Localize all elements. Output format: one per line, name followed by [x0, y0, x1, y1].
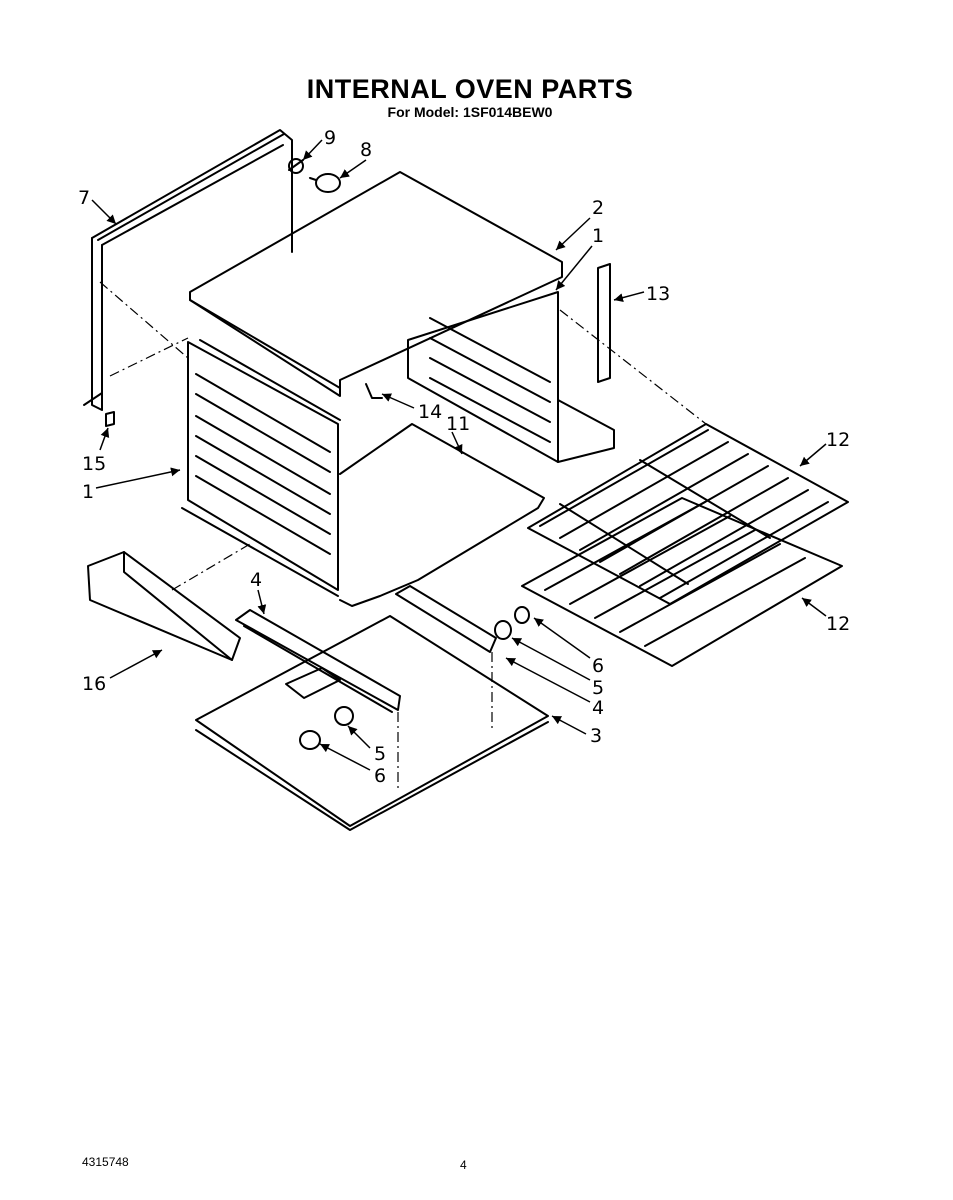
leader-line-16 — [109, 649, 163, 679]
callout-1-left: 1 — [82, 481, 94, 503]
rail-right-part — [395, 585, 497, 653]
leader-line-1-right — [555, 245, 593, 291]
leader-line-4-right — [505, 657, 591, 703]
knob-left-part — [299, 730, 321, 750]
leader-line-14 — [381, 393, 415, 409]
leader-line-2 — [555, 217, 591, 251]
leader-line-9 — [302, 139, 323, 161]
left-side-panel-part — [181, 339, 341, 597]
leader-line-12-bottom — [801, 597, 827, 617]
rear-frame-part — [83, 129, 293, 411]
leader-line-13 — [613, 291, 645, 303]
oven-rack-upper-part — [527, 423, 849, 605]
callout-6-right: 6 — [592, 655, 604, 677]
leader-line-4-left — [257, 589, 267, 615]
model-subtitle: For Model: 1SF014BEW0 — [387, 104, 553, 120]
vertical-bracket-part — [597, 263, 611, 383]
spacer-right-part — [494, 620, 512, 640]
callout-8: 8 — [360, 139, 372, 161]
lamp-bulb-part — [309, 173, 341, 193]
bracket-clip-part — [365, 383, 383, 399]
rail-left-part — [235, 609, 401, 713]
callout-5-right: 5 — [592, 677, 604, 699]
leader-line-3 — [551, 715, 587, 735]
callout-4-right: 4 — [592, 697, 604, 719]
callout-3: 3 — [590, 725, 602, 747]
alignment-line — [559, 309, 707, 425]
callout-2: 2 — [592, 197, 604, 219]
callout-7: 7 — [78, 187, 90, 209]
callout-15: 15 — [82, 453, 106, 475]
callout-9: 9 — [324, 127, 336, 149]
leader-line-11 — [451, 431, 463, 455]
leader-line-5-right — [511, 637, 591, 681]
oven-rack-lower-part — [521, 497, 843, 667]
leader-line-6-right — [533, 617, 591, 659]
oven-top-part — [189, 171, 563, 397]
leader-line-7 — [91, 199, 117, 225]
callout-13: 13 — [646, 283, 670, 305]
front-trim-part — [87, 551, 241, 661]
right-side-panel-part — [407, 291, 615, 463]
leader-line-8 — [339, 159, 367, 179]
part-number: 4315748 — [82, 1155, 129, 1169]
callout-11: 11 — [446, 413, 470, 435]
leader-line-12-top — [799, 443, 827, 467]
spacer-left-part — [334, 706, 354, 726]
callout-1-right: 1 — [592, 225, 604, 247]
bottom-pan-part — [195, 615, 549, 831]
lamp-socket-part — [288, 158, 304, 174]
alignment-line — [109, 337, 189, 377]
alignment-line — [171, 543, 251, 591]
callout-5-left: 5 — [374, 743, 386, 765]
callout-12-bottom: 12 — [826, 613, 850, 635]
callout-6-left: 6 — [374, 765, 386, 787]
page-title: INTERNAL OVEN PARTS — [306, 74, 634, 104]
alignment-line — [99, 281, 189, 359]
leader-line-5-left — [347, 725, 371, 749]
leader-line-1-left — [95, 467, 181, 489]
leader-line-6-left — [319, 743, 371, 771]
callout-4-left: 4 — [250, 569, 262, 591]
callout-12-top: 12 — [826, 429, 850, 451]
page-number: 4 — [460, 1158, 467, 1172]
knob-right-part — [514, 606, 530, 624]
leader-line-15 — [99, 427, 110, 451]
oven-bottom-part — [339, 423, 545, 607]
callout-14: 14 — [418, 401, 442, 423]
screw-clip-part — [105, 411, 115, 427]
callout-16: 16 — [82, 673, 106, 695]
